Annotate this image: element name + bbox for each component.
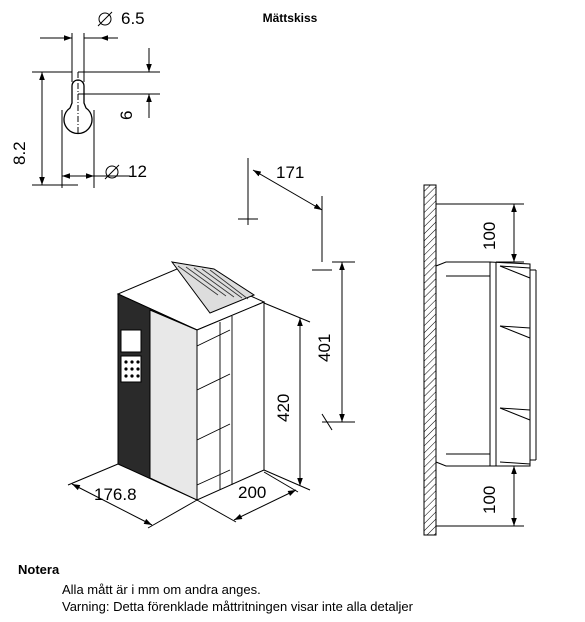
side-view	[423, 184, 537, 536]
keyhole-outline	[63, 79, 93, 135]
dim-clearance-top: 100	[480, 222, 499, 250]
dim-keyhole-total: 8.2	[10, 141, 29, 165]
dim-height: 420	[274, 394, 293, 422]
dim-width: 200	[238, 483, 266, 502]
unit-side-profile	[435, 261, 491, 467]
diameter-symbol	[105, 165, 119, 179]
dim-keyhole-vertical: 6	[117, 111, 136, 120]
dim-clearance-bottom: 100	[480, 486, 499, 514]
front-view-dimensions	[67, 158, 355, 529]
dim-hole-diameter: 6.5	[121, 9, 145, 28]
unit-side-face	[196, 301, 265, 501]
dim-depth: 176.8	[94, 485, 137, 504]
keyhole-detail	[32, 11, 160, 188]
drive-unit-isometric	[116, 261, 266, 501]
dim-hole-spacing: 401	[315, 334, 334, 362]
dim-slot-diameter: 12	[128, 162, 147, 181]
heatsink-fins	[170, 261, 256, 314]
mounting-wall	[423, 184, 437, 536]
dim-top-spacing: 171	[276, 163, 304, 182]
diameter-symbol	[98, 12, 112, 26]
drawing-title: Mättskiss	[263, 11, 318, 25]
unit-display	[120, 329, 142, 353]
